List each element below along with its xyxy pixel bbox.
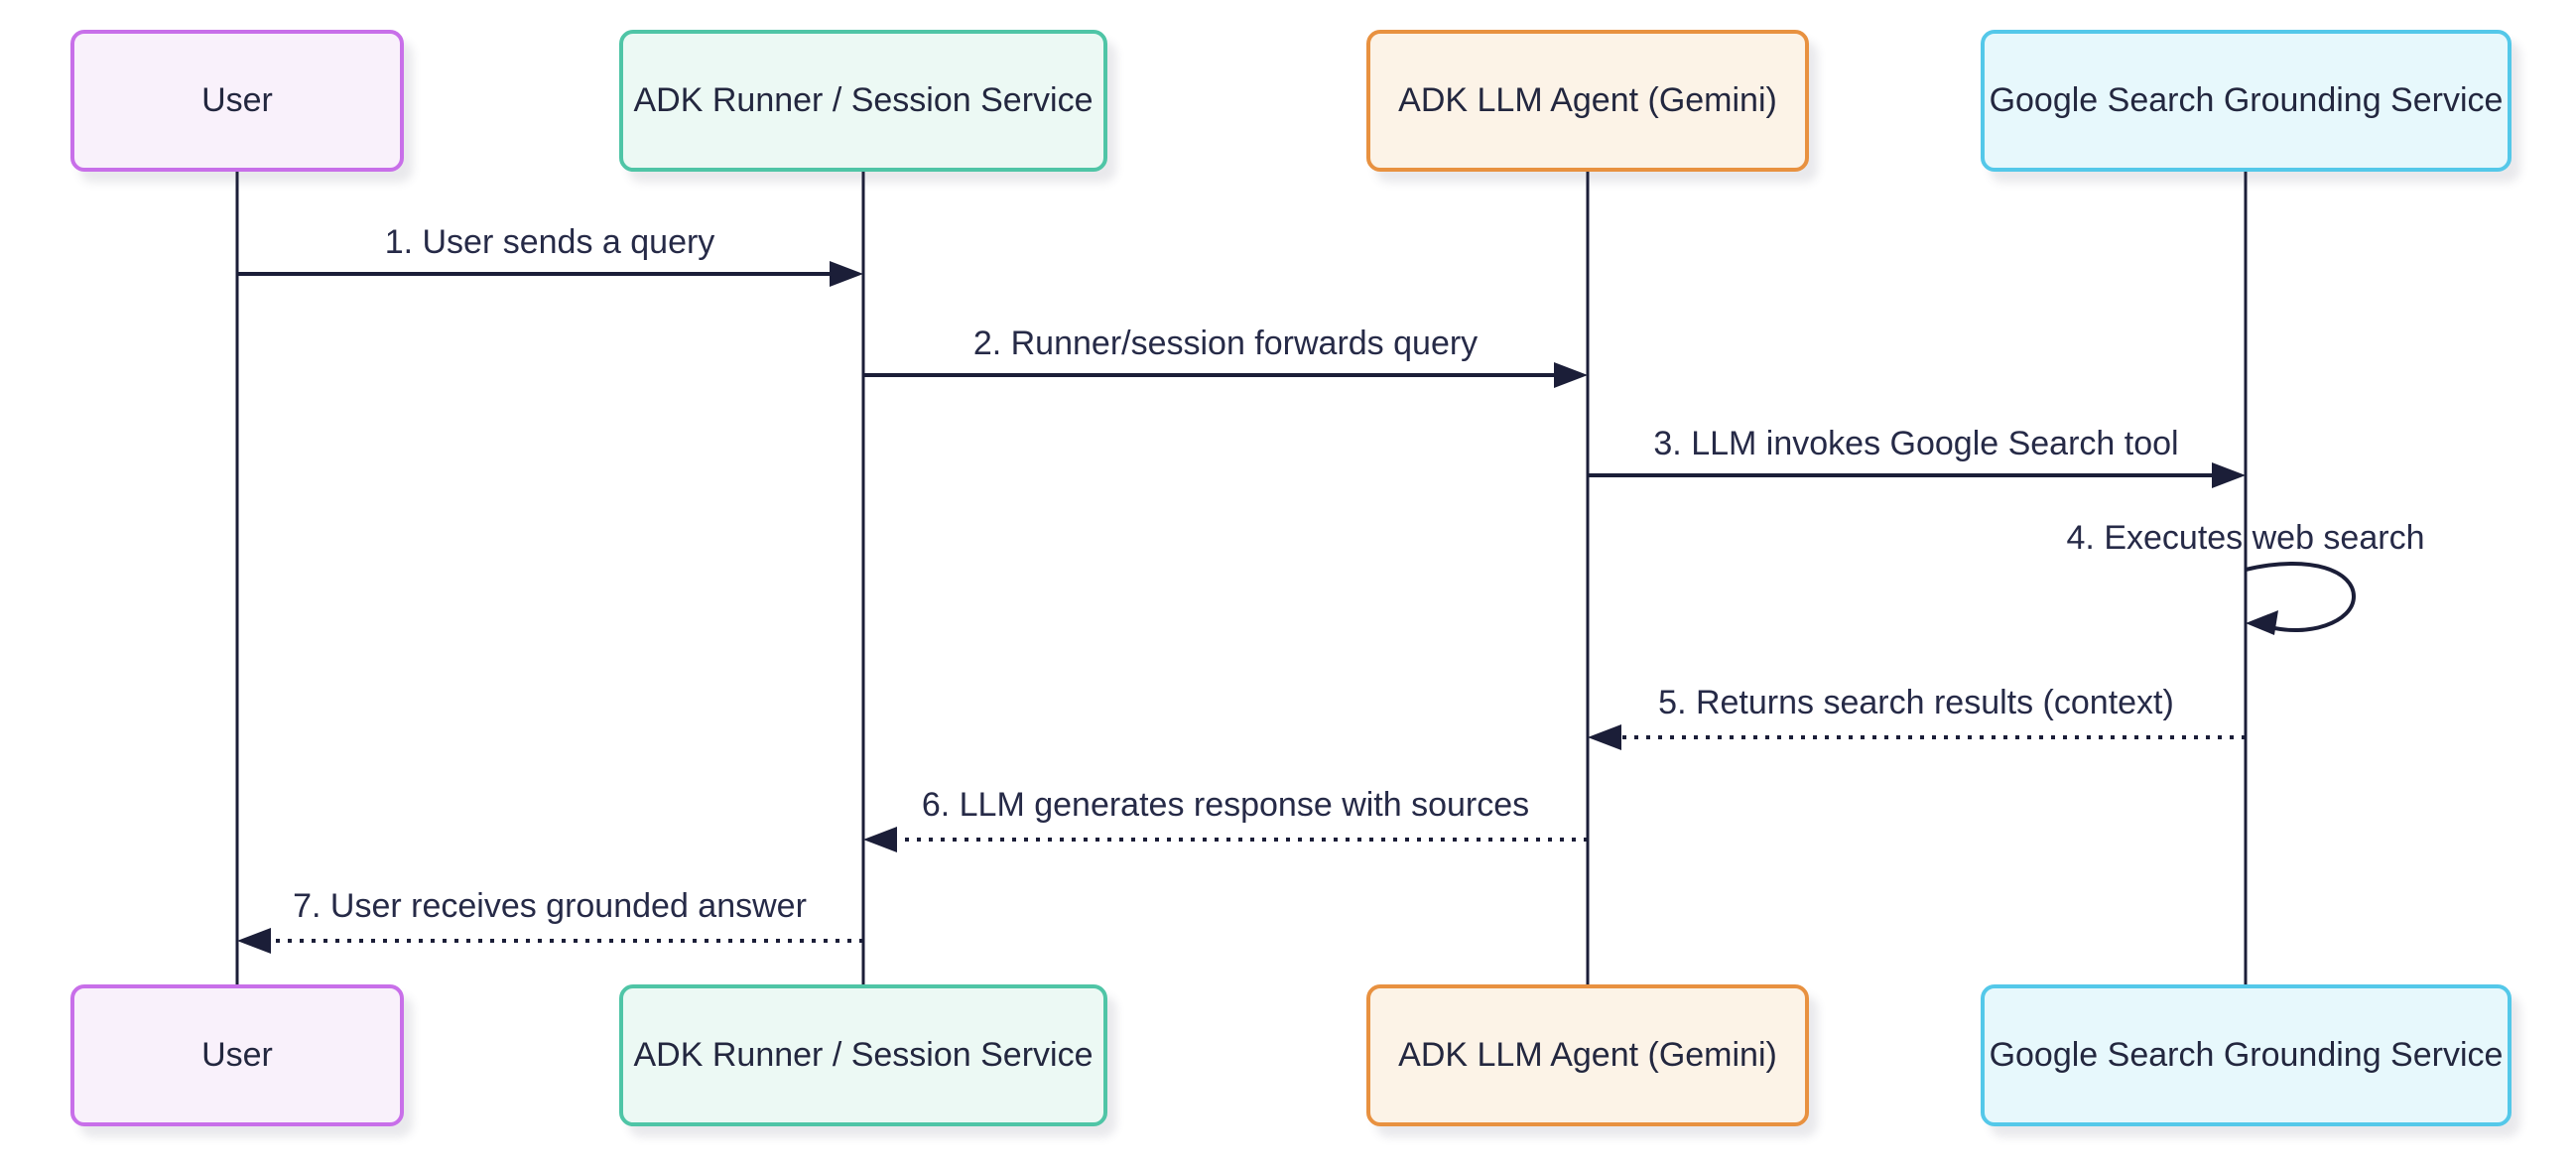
message-label-7: 7. User receives grounded answer: [293, 887, 807, 925]
self-loop-arc: [2245, 561, 2357, 632]
message-label-3: 3. LLM invokes Google Search tool: [1653, 425, 2179, 462]
message-label-6: 6. LLM generates response with sources: [921, 786, 1530, 824]
message-label-2: 2. Runner/session forwards query: [972, 325, 1479, 362]
actor-box-google-bottom: Google Search Grounding Service: [1981, 984, 2512, 1126]
actor-box-llm-bottom: ADK LLM Agent (Gemini): [1366, 984, 1809, 1126]
arrowhead-1: [830, 261, 863, 287]
actor-label-user: User: [201, 1036, 273, 1075]
actor-box-runner-bottom: ADK Runner / Session Service: [619, 984, 1107, 1126]
message-label-5: 5. Returns search results (context): [1658, 684, 2174, 721]
actor-label-runner: ADK Runner / Session Service: [633, 1036, 1094, 1075]
arrowhead-7: [237, 928, 271, 954]
actor-label-google: Google Search Grounding Service: [1989, 81, 2504, 120]
actor-label-user: User: [201, 81, 273, 120]
message-label-4: 4. Executes web search: [2066, 519, 2425, 557]
actor-box-runner-top: ADK Runner / Session Service: [619, 30, 1107, 172]
actor-label-runner: ADK Runner / Session Service: [633, 81, 1094, 120]
message-label-1: 1. User sends a query: [384, 223, 715, 261]
actor-box-user-top: User: [70, 30, 404, 172]
actor-box-llm-top: ADK LLM Agent (Gemini): [1366, 30, 1809, 172]
actor-label-google: Google Search Grounding Service: [1989, 1036, 2504, 1075]
arrowhead-3: [2212, 462, 2246, 488]
actor-box-google-top: Google Search Grounding Service: [1981, 30, 2512, 172]
actor-box-user-bottom: User: [70, 984, 404, 1126]
actor-label-llm: ADK LLM Agent (Gemini): [1398, 81, 1777, 120]
arrowhead-5: [1588, 724, 1621, 750]
arrowhead-4: [2246, 610, 2278, 635]
arrowhead-6: [863, 827, 897, 852]
actor-label-llm: ADK LLM Agent (Gemini): [1398, 1036, 1777, 1075]
arrowhead-2: [1554, 362, 1588, 388]
